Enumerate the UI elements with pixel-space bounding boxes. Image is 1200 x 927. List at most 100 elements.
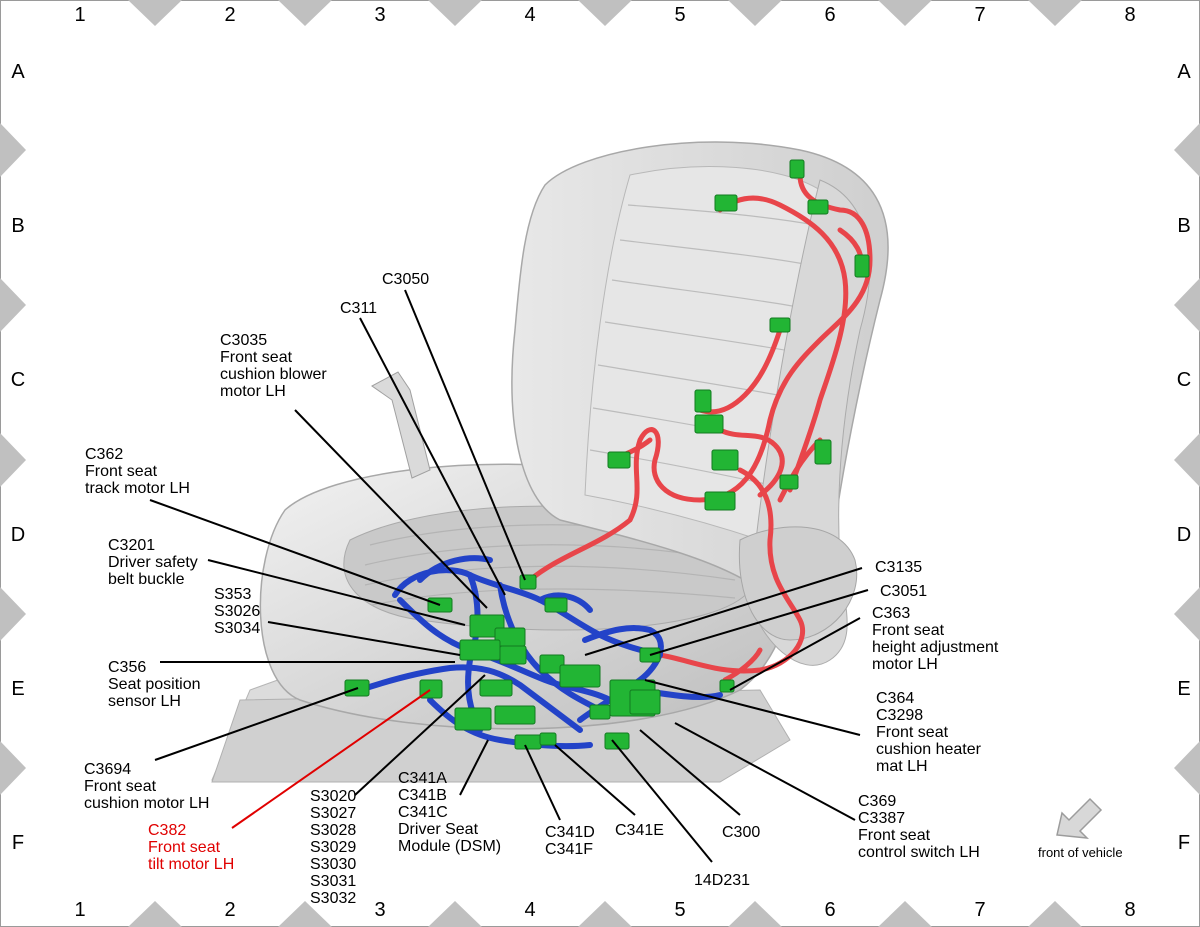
grid-col-5-top: 5 xyxy=(674,4,685,26)
leader-c3050 xyxy=(404,289,526,581)
leader-c300 xyxy=(639,729,741,816)
callout-14d231: 14D231 xyxy=(694,872,750,889)
connector-block-16 xyxy=(544,597,568,613)
connector-block-6 xyxy=(694,389,712,413)
callout-c364-line-5: mat LH xyxy=(876,758,928,775)
grid-col-1-top: 1 xyxy=(74,4,85,26)
grid-row-b-left: B xyxy=(11,215,24,237)
grid-row-labels-right: A B C D E F xyxy=(1177,61,1192,854)
grid-col-2-top: 2 xyxy=(224,4,235,26)
callout-s3020-line-4: S3029 xyxy=(310,839,356,856)
edge-marker-top-4 xyxy=(578,0,632,26)
front-of-vehicle-indicator: front of vehicle xyxy=(1038,797,1123,860)
edge-marker-bottom-7 xyxy=(1028,901,1082,927)
callout-c3051-line-1: C3051 xyxy=(880,583,927,600)
callout-c364-line-3: Front seat xyxy=(876,724,949,741)
callout-c341a-line-1: C341A xyxy=(398,770,447,787)
leader-c3035 xyxy=(294,409,488,609)
callout-c3694-line-2: Front seat xyxy=(84,778,157,795)
connector-block-2 xyxy=(714,194,738,212)
leader-c363 xyxy=(729,617,861,691)
connector-block-21 xyxy=(499,645,527,665)
grid-row-e-left: E xyxy=(11,678,24,700)
leader-c3135 xyxy=(584,567,863,656)
edge-marker-top-1 xyxy=(128,0,182,26)
callout-c363-line-2: Front seat xyxy=(872,622,945,639)
edge-marker-bottom-3 xyxy=(428,901,482,927)
connector-block-31 xyxy=(514,734,542,750)
callout-c341d-line-1: C341D xyxy=(545,824,595,841)
callout-c341a: C341A C341B C341C Driver Seat Module (DS… xyxy=(398,770,501,855)
callout-c363-line-3: height adjustment xyxy=(872,639,999,656)
callout-s353: S353 S3026 S3034 xyxy=(214,586,265,637)
callout-c341e-line-1: C341E xyxy=(615,822,664,839)
edge-marker-bottom-1 xyxy=(128,901,182,927)
connector-block-8 xyxy=(607,451,631,469)
callout-s3020-line-3: S3028 xyxy=(310,822,356,839)
callout-c3051: C3051 xyxy=(880,583,927,600)
grid-col-4-bottom: 4 xyxy=(524,899,535,921)
callout-s3020-line-6: S3031 xyxy=(310,873,356,890)
callout-c341e: C341E xyxy=(615,822,664,839)
grid-row-f-left: F xyxy=(12,832,24,854)
callout-c3035-line-2: Front seat xyxy=(220,349,293,366)
callout-s353-line-3: S3034 xyxy=(214,620,260,637)
callout-c3694-line-3: cushion motor LH xyxy=(84,795,209,812)
connector-block-15 xyxy=(519,574,537,590)
callout-c382-line-2: Front seat xyxy=(148,839,221,856)
backrest-harness xyxy=(527,172,873,683)
edge-marker-left-4 xyxy=(0,587,26,641)
grid-col-7-top: 7 xyxy=(974,4,985,26)
leader-c341a xyxy=(459,739,489,796)
seatbelt-buckle-shape xyxy=(371,371,431,479)
grid-row-c-left: C xyxy=(11,369,25,391)
grid-column-labels-top: 1 2 3 4 5 6 7 8 xyxy=(74,4,1135,26)
callout-c341a-line-3: C341C xyxy=(398,804,448,821)
callout-c3035-line-1: C3035 xyxy=(220,332,267,349)
connector-block-30 xyxy=(589,704,611,720)
edge-marker-top-5 xyxy=(728,0,782,26)
callout-c3050-line-1: C3050 xyxy=(382,271,429,288)
callout-c3201-line-3: belt buckle xyxy=(108,571,185,588)
grid-row-b-right: B xyxy=(1177,215,1190,237)
connector-block-12 xyxy=(779,474,799,490)
grid-col-8-top: 8 xyxy=(1124,4,1135,26)
callout-c3201-line-2: Driver safety xyxy=(108,554,198,571)
leader-c341e xyxy=(554,744,636,816)
connector-block-4 xyxy=(854,254,870,278)
grid-col-3-top: 3 xyxy=(374,4,385,26)
grid-col-7-bottom: 7 xyxy=(974,899,985,921)
connector-block-26 xyxy=(494,705,536,725)
callout-s3020-line-7: S3032 xyxy=(310,890,356,907)
grid-col-6-top: 6 xyxy=(824,4,835,26)
callout-c356-line-1: C356 xyxy=(108,659,146,676)
front-arrow-icon xyxy=(1056,797,1103,839)
leader-c3694 xyxy=(154,687,359,761)
grid-col-5-bottom: 5 xyxy=(674,899,685,921)
connector-block-20 xyxy=(459,639,501,661)
connector-block-1 xyxy=(789,159,805,179)
callout-c362: C362 Front seat track motor LH xyxy=(85,446,190,497)
grid-row-a-left: A xyxy=(11,61,25,83)
connector-block-3 xyxy=(807,199,829,215)
callout-c382-line-3: tilt motor LH xyxy=(148,856,234,873)
grid-row-d-left: D xyxy=(11,524,25,546)
edge-marker-right-2 xyxy=(1174,278,1200,332)
callout-c382: C382 Front seat tilt motor LH xyxy=(148,822,234,873)
edge-marker-bottom-4 xyxy=(578,901,632,927)
grid-row-e-right: E xyxy=(1177,678,1190,700)
grid-row-d-right: D xyxy=(1177,524,1191,546)
callout-s3020-line-5: S3030 xyxy=(310,856,356,873)
connector-block-14 xyxy=(719,679,735,693)
edge-marker-left-2 xyxy=(0,278,26,332)
leader-c369 xyxy=(674,722,856,821)
callout-c364-line-4: cushion heater xyxy=(876,741,982,758)
callout-c369-line-2: C3387 xyxy=(858,810,905,827)
callout-c3135: C3135 xyxy=(875,559,922,576)
edge-marker-bottom-2 xyxy=(278,901,332,927)
callout-c341d: C341D C341F xyxy=(545,824,599,858)
edge-marker-bottom-6 xyxy=(878,901,932,927)
edge-marker-left-1 xyxy=(0,123,26,177)
